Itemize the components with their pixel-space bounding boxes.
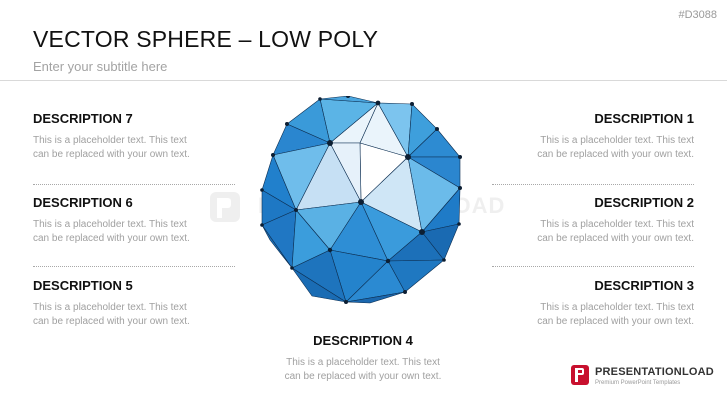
divider-right-1 (492, 184, 694, 185)
description-7[interactable]: DESCRIPTION 7 This is a placeholder text… (33, 111, 233, 162)
description-2-text: This is a placeholder text. This text ca… (494, 218, 694, 246)
description-7-text: This is a placeholder text. This text ca… (33, 134, 233, 162)
description-6-line2: can be replaced with your own text. (33, 233, 190, 244)
title-divider (0, 80, 727, 81)
description-3[interactable]: DESCRIPTION 3 This is a placeholder text… (494, 278, 694, 329)
presentationload-logo-icon (571, 365, 589, 385)
description-7-line2: can be replaced with your own text. (33, 149, 190, 160)
low-poly-sphere-graphic (260, 96, 462, 304)
description-1-text: This is a placeholder text. This text ca… (494, 134, 694, 162)
logo-tagline: Premium PowerPoint Templates (595, 380, 681, 386)
description-3-line2: can be replaced with your own text. (537, 316, 694, 327)
description-3-line1: This is a placeholder text. This text (540, 302, 694, 313)
description-2-heading: DESCRIPTION 2 (594, 195, 694, 210)
description-6[interactable]: DESCRIPTION 6 This is a placeholder text… (33, 195, 233, 246)
description-5-line1: This is a placeholder text. This text (33, 302, 187, 313)
description-2[interactable]: DESCRIPTION 2 This is a placeholder text… (494, 195, 694, 246)
slide-code: #D3088 (678, 9, 717, 21)
description-7-line1: This is a placeholder text. This text (33, 135, 187, 146)
description-1-heading: DESCRIPTION 1 (594, 111, 694, 126)
description-4-line1: This is a placeholder text. This text (286, 357, 440, 368)
description-7-heading: DESCRIPTION 7 (33, 111, 133, 126)
description-2-line1: This is a placeholder text. This text (540, 219, 694, 230)
description-3-heading: DESCRIPTION 3 (594, 278, 694, 293)
description-4-line2: can be replaced with your own text. (284, 371, 442, 382)
logo-name: PRESENTATIONLOAD (595, 366, 714, 378)
description-3-text: This is a placeholder text. This text ca… (494, 301, 694, 329)
divider-left-2 (33, 266, 235, 267)
description-5-heading: DESCRIPTION 5 (33, 278, 133, 293)
watermark-logo-icon (210, 192, 240, 222)
description-5-text: This is a placeholder text. This text ca… (33, 301, 233, 329)
divider-left-1 (33, 184, 235, 185)
slide-title[interactable]: VECTOR SPHERE – LOW POLY (33, 26, 379, 52)
description-2-line2: can be replaced with your own text. (537, 233, 694, 244)
description-5-line2: can be replaced with your own text. (33, 316, 190, 327)
slide-subtitle[interactable]: Enter your subtitle here (33, 59, 168, 74)
description-1-line2: can be replaced with your own text. (537, 149, 694, 160)
description-4-heading: DESCRIPTION 4 (313, 333, 413, 348)
description-6-text: This is a placeholder text. This text ca… (33, 218, 233, 246)
description-6-line1: This is a placeholder text. This text (33, 219, 187, 230)
description-4-text: This is a placeholder text. This text ca… (263, 356, 463, 384)
description-5[interactable]: DESCRIPTION 5 This is a placeholder text… (33, 278, 233, 329)
divider-right-2 (492, 266, 694, 267)
description-1[interactable]: DESCRIPTION 1 This is a placeholder text… (494, 111, 694, 162)
description-6-heading: DESCRIPTION 6 (33, 195, 133, 210)
description-1-line1: This is a placeholder text. This text (540, 135, 694, 146)
description-4[interactable]: DESCRIPTION 4 This is a placeholder text… (263, 333, 463, 384)
